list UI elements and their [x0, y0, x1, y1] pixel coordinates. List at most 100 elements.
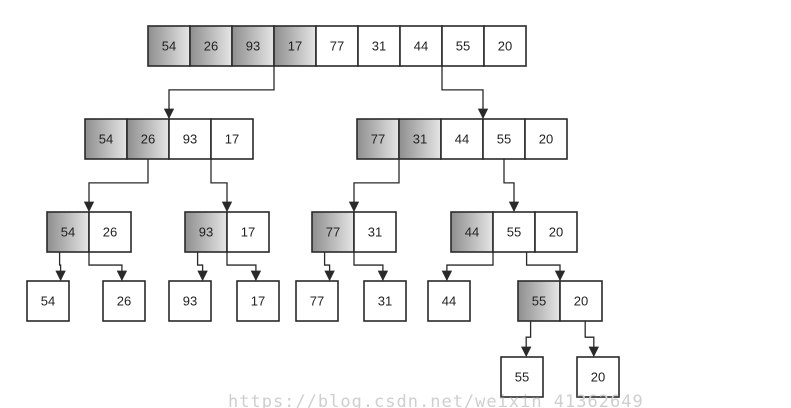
split-arrow: [210, 159, 233, 213]
array-cell: [524, 118, 568, 160]
array-cell: [189, 25, 233, 67]
split-arrow: [88, 252, 128, 282]
array-cell-value: 54: [41, 294, 55, 309]
split-arrow: [55, 252, 66, 282]
array-cell: [356, 118, 400, 160]
array-cell-value: 31: [368, 225, 382, 240]
split-arrow: [584, 321, 599, 358]
array-cell: [500, 356, 544, 398]
array-cell-value: 17: [288, 39, 302, 54]
array-cell-value: 20: [591, 370, 605, 385]
array-node-rlr: 31: [363, 280, 407, 322]
array-node-lrr: 17: [236, 280, 280, 322]
array-node-rrl: 44: [427, 280, 471, 322]
array-node-lrl: 93: [168, 280, 212, 322]
array-cell: [210, 118, 254, 160]
array-cell-value: 26: [117, 294, 131, 309]
array-cell-value: 17: [251, 294, 265, 309]
array-cell-value: 26: [204, 39, 218, 54]
array-node-rr: 44 55 20: [450, 211, 578, 253]
split-arrow: [525, 252, 566, 282]
array-cell-value: 55: [497, 132, 511, 147]
array-cell-value: 44: [414, 39, 428, 54]
array-cell: [427, 280, 471, 322]
array-cell-value: 55: [456, 39, 470, 54]
array-cell-value: 31: [378, 294, 392, 309]
split-arrow: [163, 66, 275, 120]
array-node-ll: 54 26: [46, 211, 132, 253]
array-cell-value: 31: [413, 132, 427, 147]
array-cell-value: 77: [326, 225, 340, 240]
array-node-lll: 54: [26, 280, 70, 322]
array-cell: [26, 280, 70, 322]
array-cell: [399, 25, 443, 67]
array-node-l: 54 26 93 17: [84, 118, 254, 160]
split-arrow: [353, 252, 389, 282]
split-arrow: [226, 252, 262, 282]
array-cell: [315, 25, 359, 67]
array-node-lr: 93 17: [184, 211, 270, 253]
split-arrow: [196, 252, 208, 282]
array-cell-value: 31: [372, 39, 386, 54]
array-cell-value: 26: [103, 225, 117, 240]
array-node-rrrr: 20: [576, 356, 620, 398]
array-cell-value: 17: [241, 225, 255, 240]
array-node-rll: 77: [295, 280, 339, 322]
nodes-layer: 54 26 93 17 77 31 44 55 20 54 26 93 17 77 31 44 55 20 54 26…: [26, 25, 620, 398]
array-cell: [168, 118, 212, 160]
array-cell: [492, 211, 536, 253]
split-arrow: [323, 252, 335, 282]
array-cell-value: 77: [310, 294, 324, 309]
array-cell: [559, 280, 603, 322]
array-cell: [102, 280, 146, 322]
array-cell: [184, 211, 228, 253]
array-cell-value: 54: [99, 132, 113, 147]
array-node-rrrl: 55: [500, 356, 544, 398]
edges-layer: [55, 66, 599, 358]
array-cell-value: 55: [507, 225, 521, 240]
array-cell: [147, 25, 191, 67]
array-cell-value: 26: [141, 132, 155, 147]
array-cell-value: 55: [532, 294, 546, 309]
array-cell: [226, 211, 270, 253]
array-cell: [46, 211, 90, 253]
array-cell: [88, 211, 132, 253]
array-cell-value: 77: [330, 39, 344, 54]
split-arrow: [521, 321, 532, 358]
array-node-rrr: 55 20: [517, 280, 603, 322]
array-cell-value: 54: [162, 39, 176, 54]
array-cell-value: 44: [465, 225, 479, 240]
array-cell: [295, 280, 339, 322]
array-cell: [398, 118, 442, 160]
array-node-rl: 77 31: [311, 211, 397, 253]
split-arrow: [348, 159, 400, 213]
array-cell-value: 44: [442, 294, 456, 309]
array-cell-value: 93: [199, 225, 213, 240]
array-cell: [353, 211, 397, 253]
array-cell-value: 54: [61, 225, 75, 240]
array-cell-value: 93: [183, 294, 197, 309]
array-cell-value: 20: [574, 294, 588, 309]
array-node-llr: 26: [102, 280, 146, 322]
array-cell: [483, 25, 527, 67]
array-cell-value: 20: [549, 225, 563, 240]
split-arrow: [441, 66, 489, 120]
array-cell: [363, 280, 407, 322]
array-cell-value: 20: [539, 132, 553, 147]
array-cell: [84, 118, 128, 160]
array-cell: [236, 280, 280, 322]
array-cell: [534, 211, 578, 253]
array-cell: [440, 118, 484, 160]
split-arrow: [441, 252, 494, 282]
array-cell: [441, 25, 485, 67]
array-cell-value: 93: [246, 39, 260, 54]
array-cell-value: 93: [183, 132, 197, 147]
array-cell-value: 17: [225, 132, 239, 147]
array-cell-value: 77: [371, 132, 385, 147]
array-cell: [231, 25, 275, 67]
array-cell: [576, 356, 620, 398]
array-cell: [126, 118, 170, 160]
